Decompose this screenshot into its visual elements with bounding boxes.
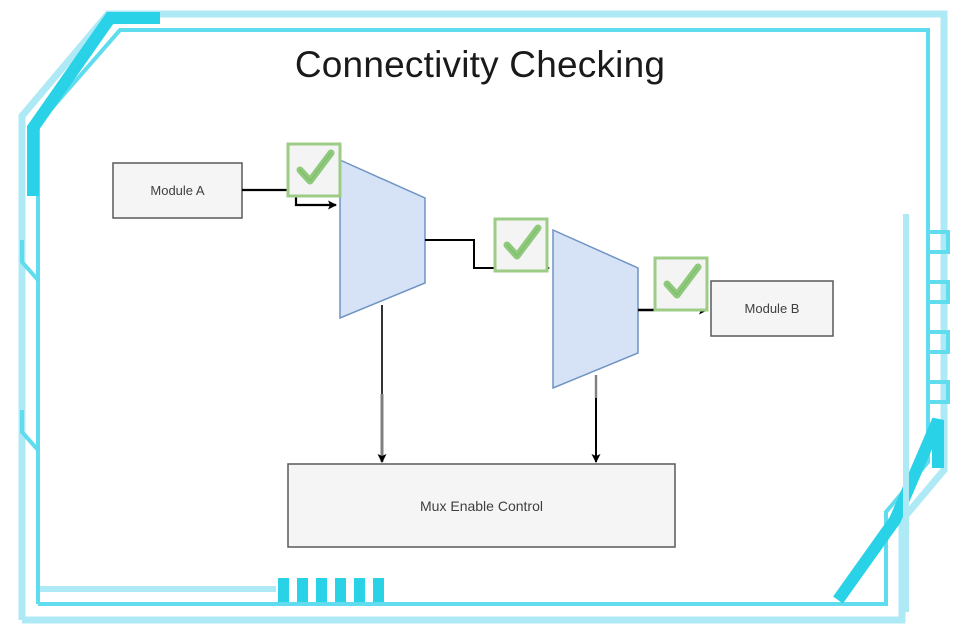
check-icon-outline [666, 266, 699, 296]
check-badge-1[interactable] [286, 142, 342, 198]
check-icon [503, 224, 542, 260]
node-mux-enable-control[interactable] [287, 463, 676, 548]
check-badge-3[interactable] [653, 256, 709, 312]
check-icon [663, 263, 702, 299]
node-module-b[interactable] [710, 280, 834, 337]
check-icon [296, 149, 335, 185]
node-module-a[interactable] [112, 162, 243, 219]
slide-title: Connectivity Checking [294, 44, 666, 85]
node-mux-2[interactable] [552, 228, 639, 390]
check-icon-outline [506, 227, 539, 257]
node-mux-1[interactable] [339, 158, 426, 320]
check-badge-2[interactable] [493, 217, 549, 273]
check-icon-outline [299, 152, 332, 182]
